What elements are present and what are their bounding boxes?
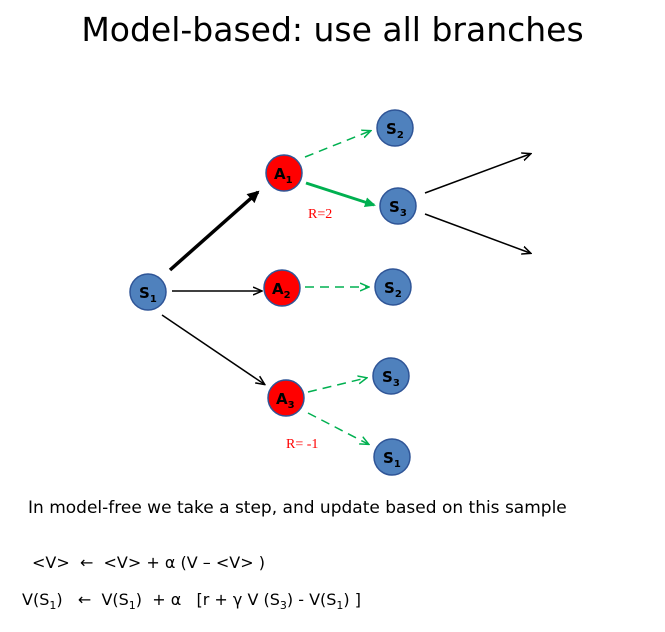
state-node-s2-top: S2	[376, 109, 414, 147]
formula2-arrow: ←	[77, 590, 92, 609]
action-node-a3: A3	[267, 379, 305, 417]
formula2-sub: 1	[128, 599, 136, 613]
formula1-rhs: <V> + α (V – <V> )	[103, 553, 265, 572]
slide-title: Model-based: use all branches	[81, 10, 584, 49]
edge-a1-s3	[305, 181, 376, 207]
formula1-arrow: ←	[79, 553, 94, 572]
edge-a3-s1	[307, 412, 368, 444]
edge-s3-out-up	[424, 154, 530, 194]
svg-text:S2: S2	[384, 279, 402, 300]
action-node-a2: A2	[263, 269, 301, 307]
state-node-s3-bottom: S3	[372, 357, 410, 395]
edge-s1-a3	[161, 314, 264, 384]
formula2-part: V(S	[22, 590, 50, 609]
formula2-part: ) - V(S	[286, 590, 337, 609]
formula2-sub: 3	[279, 599, 287, 613]
svg-text:S1: S1	[383, 449, 401, 470]
svg-text:A1: A1	[274, 165, 293, 186]
svg-text:A2: A2	[272, 280, 291, 301]
formula-average-update: <V> ← <V> + α (V – <V> )	[32, 553, 265, 572]
svg-text:S3: S3	[382, 368, 400, 389]
svg-text:A3: A3	[276, 390, 295, 411]
formula2-part: ) ]	[343, 590, 361, 609]
state-node-s3-top: S3	[379, 187, 417, 225]
svg-text:S1: S1	[139, 284, 157, 305]
edge-a3-s3	[307, 378, 366, 393]
formula2-sub: 1	[49, 599, 57, 613]
tree-diagram: S1 A1 A2 A3 S2 S3 S2 S3 S1 R=2 R= -1	[129, 109, 665, 476]
state-node-s1-root: S1	[129, 273, 167, 311]
caption: In model-free we take a step, and update…	[28, 498, 567, 518]
state-node-s2-mid: S2	[374, 268, 412, 306]
reward-label-a1: R=2	[308, 207, 332, 222]
state-node-s1-bottom: S1	[373, 438, 411, 476]
svg-text:S2: S2	[386, 120, 404, 141]
edge-s1-a1	[168, 190, 260, 272]
formula-td-update: V(S1) ← V(S1) + α [r + γ V (S3) - V(S1) …	[22, 590, 361, 612]
formula2-part: )	[56, 590, 63, 609]
action-node-a1: A1	[265, 154, 303, 192]
formula2-part: ) + α [r + γ V (S	[135, 590, 280, 609]
svg-text:S3: S3	[389, 198, 407, 219]
reward-label-a3: R= -1	[286, 437, 318, 452]
edge-s3-out-down	[424, 213, 530, 253]
formula2-part: V(S	[101, 590, 129, 609]
formula1-lhs: <V>	[32, 553, 70, 572]
formula2-sub: 1	[336, 599, 344, 613]
edge-a1-s2	[304, 131, 370, 158]
